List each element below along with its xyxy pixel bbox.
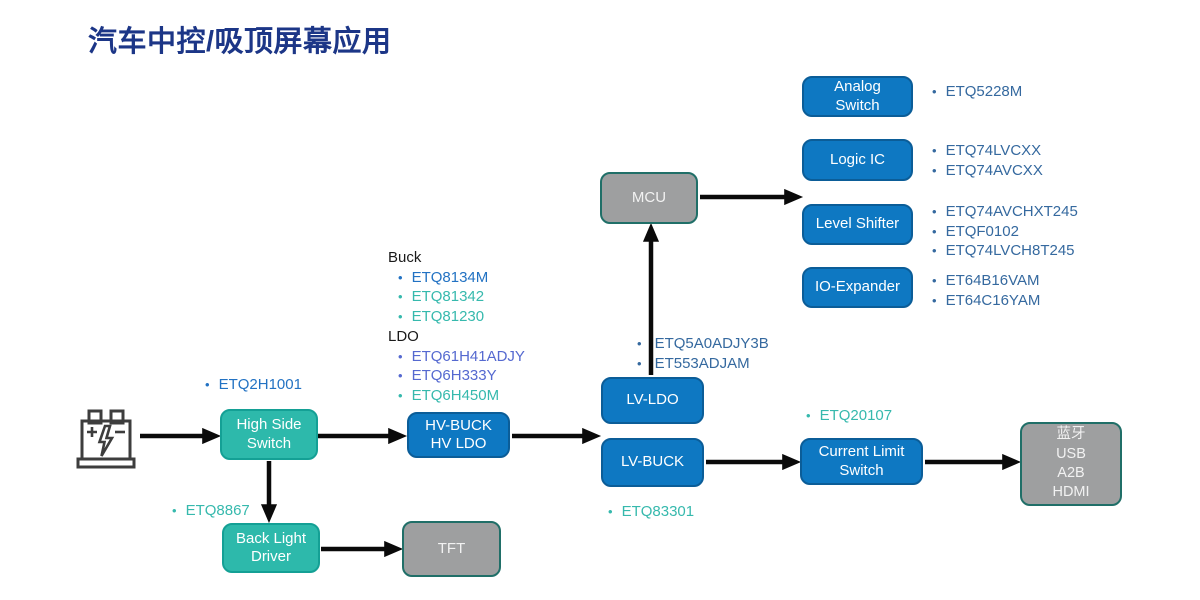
- part-number-text: ETQ74AVCXX: [945, 161, 1043, 179]
- node-tft-label: TFT: [437, 539, 466, 557]
- part-number-text: ETQ74LVCH8T245: [945, 242, 1075, 259]
- part-number: ET64B16VAM: [932, 271, 1040, 291]
- part-number-text: ETQ8867: [185, 502, 250, 519]
- part-number-text: ETQ74AVCHXT245: [945, 203, 1078, 220]
- node-lv-ldo: LV-LDO: [601, 377, 704, 424]
- part-number: ETQF0102: [932, 222, 1078, 242]
- part-number: ETQ74LVCXX: [932, 141, 1043, 161]
- node-back-light-driver-label: Back Light Driver: [235, 529, 307, 565]
- part-number-text: ETQ81230: [411, 308, 485, 326]
- node-high-side-switch: High Side Switch: [220, 409, 318, 460]
- part-list-high-side-switch: ETQ2H1001: [205, 375, 302, 395]
- part-list-logic-ic: ETQ74LVCXX ETQ74AVCXX: [932, 141, 1043, 180]
- part-number: ETQ74LVCH8T245: [932, 241, 1078, 261]
- part-number: ET64C16YAM: [932, 291, 1041, 311]
- part-list-level-shifter: ETQ74AVCHXT245 ETQF0102 ETQ74LVCH8T245: [932, 202, 1078, 261]
- part-number: ETQ81230: [398, 307, 525, 327]
- part-number-text: ETQ61H41ADJY: [411, 347, 525, 365]
- part-number-text: ETQ81342: [411, 288, 485, 306]
- node-logic-ic: Logic IC: [802, 139, 913, 181]
- part-number-text: ETQ8134M: [411, 268, 489, 286]
- node-analog-switch-label: Analog Switch: [834, 78, 881, 114]
- part-number-text: ETQ83301: [621, 503, 695, 520]
- part-list-buck-ldo: Buck ETQ8134M ETQ81342 ETQ81230 LDO ETQ6…: [388, 248, 525, 406]
- node-connectivity-label: 蓝牙 USB A2B HDMI: [1052, 426, 1090, 501]
- part-number: ETQ20107: [806, 406, 893, 426]
- part-number: ETQ74AVCXX: [932, 161, 1043, 181]
- node-level-shifter: Level Shifter: [802, 204, 913, 245]
- part-number: ET553ADJAM: [637, 354, 769, 374]
- part-number-text: ETQ6H333Y: [411, 367, 497, 385]
- part-number-text: ETQ5228M: [945, 83, 1023, 100]
- part-number-text: ET64B16VAM: [945, 272, 1040, 289]
- node-level-shifter-label: Level Shifter: [815, 215, 900, 233]
- node-hv-buck-hv-ldo: HV-BUCK HV LDO: [407, 412, 510, 458]
- part-number-text: ETQF0102: [945, 222, 1019, 240]
- buck-header: Buck: [388, 249, 422, 266]
- part-list-lv-buck: ETQ83301: [608, 502, 695, 522]
- part-number-text: ETQ20107: [819, 407, 893, 424]
- part-list-mcu-supply: ETQ5A0ADJY3B ET553ADJAM: [637, 334, 769, 373]
- node-io-expander-label: IO-Expander: [814, 278, 901, 296]
- node-back-light-driver: Back Light Driver: [222, 523, 320, 573]
- part-number-text: ETQ5A0ADJY3B: [654, 335, 769, 352]
- ldo-header: LDO: [388, 327, 419, 345]
- page-title: 汽车中控/吸顶屏幕应用: [88, 26, 392, 58]
- part-list-back-light-driver: ETQ8867: [172, 501, 250, 521]
- part-number: ETQ61H41ADJY: [398, 347, 525, 367]
- node-analog-switch: Analog Switch: [802, 76, 913, 117]
- part-number: ETQ8134M: [398, 268, 525, 288]
- node-tft: TFT: [402, 521, 501, 577]
- part-number: ETQ5228M: [932, 82, 1023, 102]
- part-list-io-expander: ET64B16VAM ET64C16YAM: [932, 271, 1041, 311]
- node-connectivity: 蓝牙 USB A2B HDMI: [1020, 422, 1122, 506]
- node-hv-buck-hv-ldo-label: HV-BUCK HV LDO: [425, 416, 492, 452]
- node-lv-ldo-label: LV-LDO: [626, 391, 679, 409]
- part-number: ETQ2H1001: [205, 375, 302, 395]
- part-number: ETQ6H450M: [398, 386, 525, 406]
- part-number: ETQ83301: [608, 502, 695, 522]
- part-number: ETQ8867: [172, 501, 250, 521]
- node-mcu: MCU: [600, 172, 698, 224]
- part-number: ETQ81342: [398, 287, 525, 307]
- part-number: ETQ6H333Y: [398, 366, 525, 386]
- part-list-current-limit-switch: ETQ20107: [806, 406, 893, 426]
- node-mcu-label: MCU: [631, 188, 667, 206]
- part-number-text: ETQ2H1001: [218, 376, 302, 393]
- node-io-expander: IO-Expander: [802, 267, 913, 308]
- part-list-analog-switch: ETQ5228M: [932, 82, 1023, 102]
- car-battery-icon: [76, 409, 136, 469]
- node-lv-buck: LV-BUCK: [601, 438, 704, 487]
- node-logic-ic-label: Logic IC: [829, 150, 886, 168]
- node-lv-buck-label: LV-BUCK: [620, 453, 685, 471]
- part-number-text: ET553ADJAM: [654, 354, 750, 372]
- node-current-limit-switch-label: Current Limit Switch: [818, 443, 905, 479]
- part-number-text: ETQ6H450M: [411, 386, 500, 404]
- part-number-text: ETQ74LVCXX: [945, 142, 1042, 159]
- part-number: ETQ74AVCHXT245: [932, 202, 1078, 222]
- part-number-text: ET64C16YAM: [945, 291, 1041, 309]
- node-high-side-switch-label: High Side Switch: [236, 416, 302, 452]
- part-number: ETQ5A0ADJY3B: [637, 334, 769, 354]
- node-current-limit-switch: Current Limit Switch: [800, 438, 923, 485]
